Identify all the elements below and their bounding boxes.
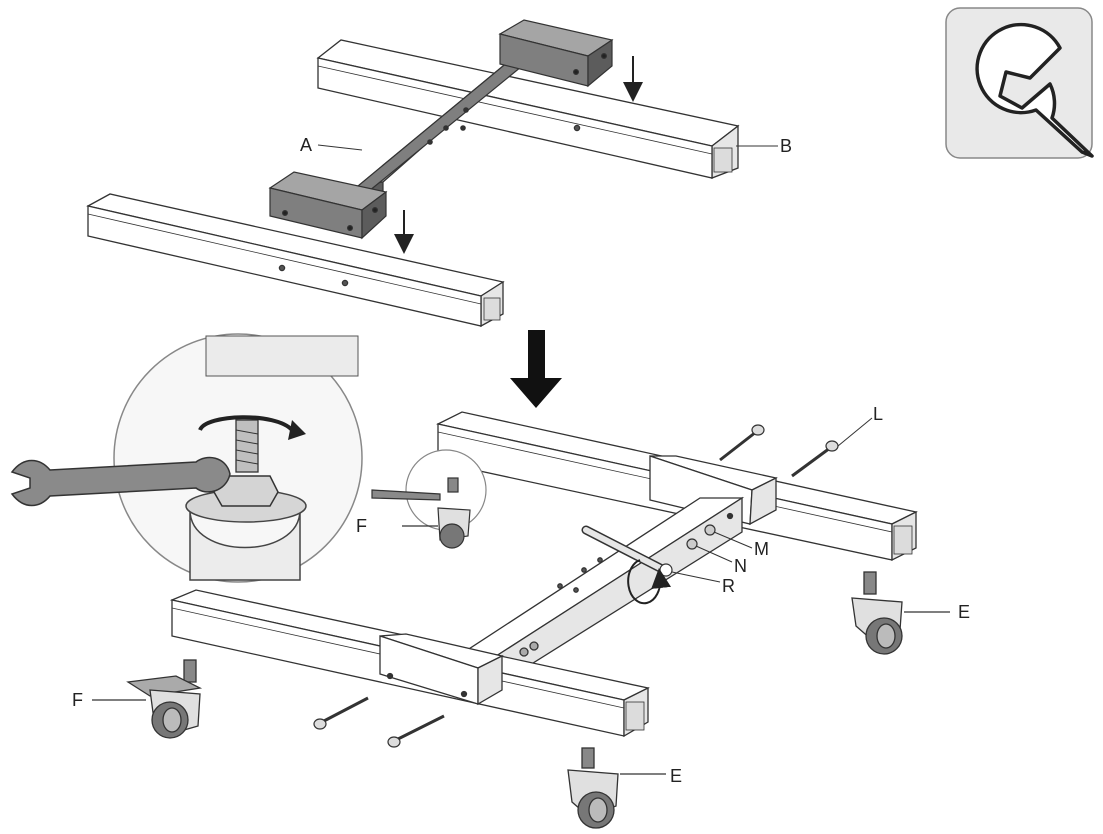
bolt-front-1 <box>313 696 369 730</box>
detail-zoom-circle <box>10 333 363 583</box>
washer-m <box>704 524 716 536</box>
caster-f-left <box>92 659 203 739</box>
assembled-back-crossbar <box>436 411 918 562</box>
svg-text:M: M <box>754 539 769 559</box>
nut-n <box>686 538 698 550</box>
caster-e-bottom <box>567 747 666 829</box>
step-2-caster-assembly: L M N R E <box>10 333 970 829</box>
caster-e-right <box>851 571 950 655</box>
svg-text:L: L <box>873 404 883 424</box>
label-e-right: E <box>958 602 970 622</box>
label-f-small: F <box>356 516 367 536</box>
svg-text:F: F <box>356 516 367 536</box>
label-a: A <box>300 135 363 155</box>
label-f-left: F <box>72 690 83 710</box>
svg-text:N: N <box>734 556 747 576</box>
svg-text:F: F <box>72 690 83 710</box>
wrench-icon <box>945 7 1094 159</box>
label-n: N <box>695 545 747 576</box>
label-e-bottom: E <box>670 766 682 786</box>
label-m: M <box>713 531 769 559</box>
label-l: L <box>837 404 883 447</box>
step-1-frame-assembly: A B <box>86 19 792 328</box>
caster-f-small <box>371 449 487 549</box>
svg-text:E: E <box>670 766 682 786</box>
front-crossbar <box>86 193 505 328</box>
bolt-l-2 <box>791 440 839 478</box>
crossbar-b <box>316 39 740 179</box>
bolt-l-1 <box>719 424 765 462</box>
tool-r <box>581 525 673 605</box>
label-r: R <box>671 571 735 596</box>
center-beam-a <box>268 19 614 240</box>
label-b: B <box>736 136 792 156</box>
svg-text:A: A <box>300 135 312 155</box>
bolt-front-2 <box>387 714 445 748</box>
svg-text:R: R <box>722 576 735 596</box>
step-down-arrow <box>510 330 562 408</box>
svg-text:E: E <box>958 602 970 622</box>
assembled-front-crossbar <box>169 589 650 738</box>
svg-text:B: B <box>780 136 792 156</box>
